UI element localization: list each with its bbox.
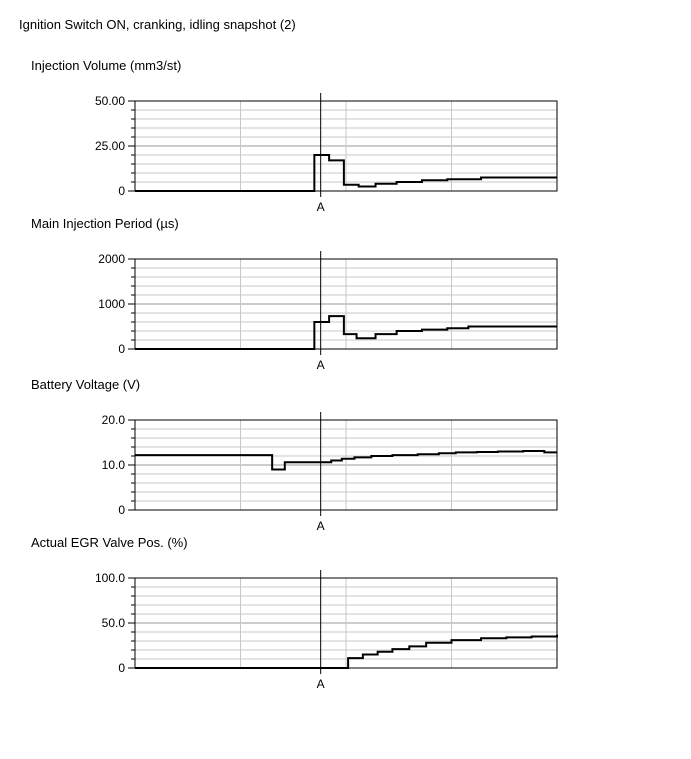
chart-plot: 0 10.0 20.0A (102, 412, 558, 533)
plot-frame (134, 258, 558, 350)
plot-frame (134, 419, 558, 511)
y-tick-label: 0 (118, 503, 125, 517)
chart-plot: 0 25.00 50.00A (95, 93, 558, 214)
chart-title: Battery Voltage (V) (31, 377, 141, 392)
marker-label: A (317, 677, 325, 691)
y-tick-label: 50.00 (95, 94, 125, 108)
plot-frame (134, 100, 558, 192)
marker-label: A (317, 200, 325, 214)
y-tick-label: 20.0 (102, 413, 126, 427)
y-tick-label: 1000 (98, 297, 125, 311)
series-line (135, 450, 557, 471)
marker-label: A (317, 358, 325, 372)
y-tick-label: 0 (118, 661, 125, 675)
y-tick-label: 0 (118, 184, 125, 198)
chart-title: Actual EGR Valve Pos. (%) (31, 535, 188, 550)
y-tick-label: 25.00 (95, 139, 125, 153)
y-tick-label: 10.0 (102, 458, 126, 472)
page-title: Ignition Switch ON, cranking, idling sna… (19, 17, 296, 32)
chart-plot: 0 50.0 100.0A (95, 570, 558, 691)
y-tick-label: 50.0 (102, 616, 126, 630)
chart-title: Main Injection Period (µs) (31, 216, 179, 231)
y-tick-label: 100.0 (95, 571, 125, 585)
series-line (135, 634, 558, 669)
y-tick-label: 0 (118, 342, 125, 356)
y-tick-label: 2000 (98, 252, 125, 266)
chart-title: Injection Volume (mm3/st) (31, 58, 182, 73)
series-line (135, 315, 557, 350)
series-line (135, 154, 557, 192)
marker-label: A (317, 519, 325, 533)
